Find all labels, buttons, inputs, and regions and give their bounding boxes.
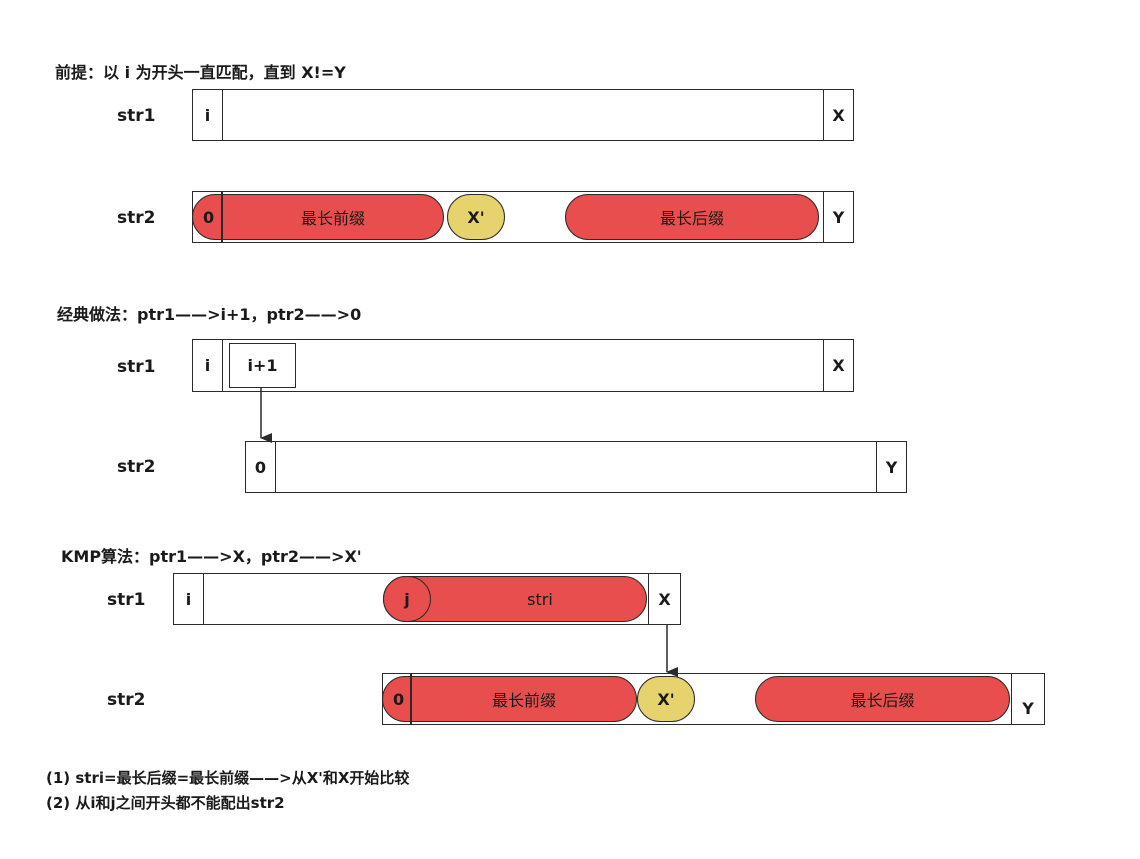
premise-str2-zero-label: 0: [203, 207, 215, 227]
kmp-str2-zero-label: 0: [393, 689, 405, 709]
kmp-str1-stri-label: stri: [527, 589, 553, 609]
classic-str1-i-cell: i: [193, 340, 223, 391]
kmp-str2-y-label: Y: [1022, 699, 1034, 718]
kmp-str1-i-cell: i: [174, 574, 204, 624]
premise-str1-label: str1: [117, 106, 156, 126]
kmp-str2-y-cell: Y: [1011, 674, 1044, 724]
classic-str1-bar: i X: [192, 339, 854, 392]
premise-str2-prefix-pill: 最长前缀: [222, 194, 444, 240]
classic-str1-label: str1: [117, 357, 156, 377]
kmp-str2-prefix-label: 最长前缀: [491, 691, 556, 710]
kmp-heading: KMP算法：ptr1——>X，ptr2——>X': [61, 547, 362, 566]
classic-str2-zero-cell: 0: [246, 442, 276, 492]
premise-str2-suffix-label: 最长后缀: [659, 209, 724, 228]
kmp-str2-suffix-label: 最长后缀: [850, 691, 915, 710]
classic-heading: 经典做法：ptr1——>i+1，ptr2——>0: [57, 305, 362, 324]
note-2: (2) 从i和j之间开头都不能配出str2: [46, 794, 285, 812]
kmp-str2-label: str2: [107, 690, 146, 710]
classic-str2-bar: 0 Y: [245, 441, 907, 493]
classic-str2-label: str2: [117, 457, 156, 477]
kmp-str2-suffix-pill: 最长后缀: [755, 676, 1010, 722]
note-1: (1) stri=最长后缀=最长前缀——>从X'和X开始比较: [46, 769, 410, 787]
premise-str2-y-cell: Y: [823, 192, 853, 242]
classic-str1-next-cell: i+1: [229, 343, 296, 388]
kmp-str2-prefix-pill: 最长前缀: [411, 676, 637, 722]
classic-str2-y-cell: Y: [876, 442, 906, 492]
kmp-str1-label: str1: [107, 590, 146, 610]
premise-str1-bar: i X: [192, 89, 854, 141]
premise-str1-x-cell: X: [823, 90, 853, 140]
kmp-str2-zero-divider: [410, 673, 412, 725]
premise-str2-suffix-pill: 最长后缀: [565, 194, 819, 240]
premise-str2-zero-divider: [221, 191, 223, 243]
premise-str1-i-cell: i: [193, 90, 223, 140]
premise-str2-label: str2: [117, 208, 156, 228]
classic-str1-x-cell: X: [823, 340, 853, 391]
premise-heading: 前提：以 i 为开头一直匹配，直到 X!=Y: [55, 63, 346, 82]
kmp-str1-x-cell: X: [648, 574, 680, 624]
kmp-str2-xprime-pill: X': [637, 676, 695, 722]
premise-str2-prefix-label: 最长前缀: [300, 209, 365, 228]
kmp-str1-j-pill: j: [383, 576, 431, 622]
premise-str2-xprime-pill: X': [447, 194, 505, 240]
